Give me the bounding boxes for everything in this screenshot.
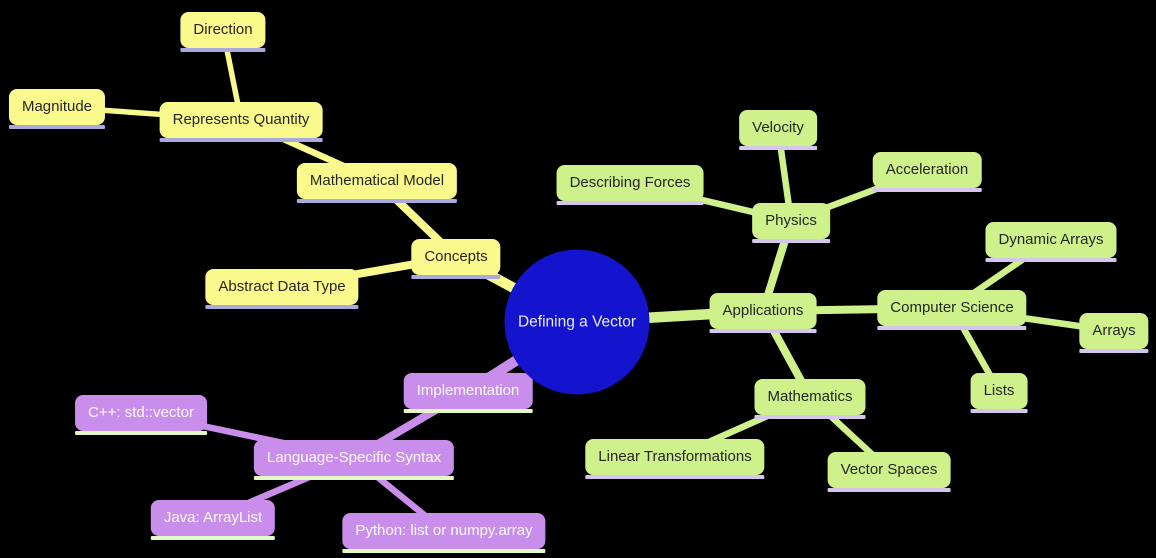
- node-cpp-std-vector: C++: std::vector: [75, 395, 207, 435]
- node-applications: Applications: [709, 293, 817, 333]
- node-mathematics: Mathematics: [754, 379, 866, 419]
- node-abstract-data-type: Abstract Data Type: [205, 269, 359, 309]
- node-physics: Physics: [752, 203, 830, 243]
- node-concepts: Concepts: [411, 239, 502, 279]
- node-acceleration: Acceleration: [872, 152, 982, 192]
- node-linear-transformations: Linear Transformations: [585, 439, 766, 479]
- node-arrays: Arrays: [1079, 313, 1150, 353]
- node-describing-forces: Describing Forces: [556, 165, 704, 205]
- root-node-defining-a-vector: Defining a Vector: [504, 249, 650, 395]
- node-dynamic-arrays: Dynamic Arrays: [985, 222, 1117, 262]
- node-implementation: Implementation: [403, 373, 533, 413]
- node-magnitude: Magnitude: [8, 89, 106, 129]
- node-computer-science: Computer Science: [877, 290, 1028, 330]
- node-python-list-numpy: Python: list or numpy.array: [342, 513, 546, 553]
- node-vector-spaces: Vector Spaces: [827, 452, 951, 492]
- node-velocity: Velocity: [739, 110, 817, 150]
- node-represents-quantity: Represents Quantity: [159, 102, 323, 142]
- node-lists: Lists: [970, 373, 1028, 413]
- node-language-specific-syntax: Language-Specific Syntax: [253, 440, 455, 480]
- node-direction: Direction: [180, 12, 266, 52]
- node-mathematical-model: Mathematical Model: [296, 163, 458, 203]
- node-java-arraylist: Java: ArrayList: [150, 500, 276, 540]
